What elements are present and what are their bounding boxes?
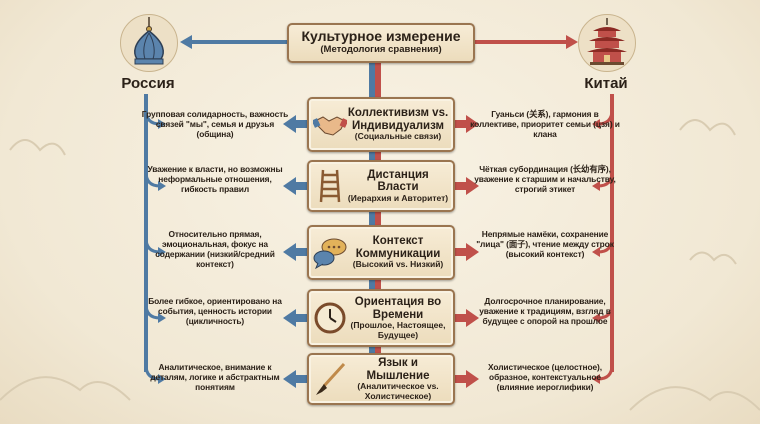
china-branch-arrow: [597, 109, 614, 126]
russia-fat-arrow: [283, 243, 307, 261]
russia-language-text: Аналитическое, внимание к деталям, логик…: [150, 362, 280, 393]
russia-branch-arrowhead: [158, 247, 166, 257]
page-title: Культурное измерение: [301, 28, 461, 44]
dimension-subtitle: (Высокий vs. Низкий): [352, 259, 444, 270]
russia-label: Россия: [121, 75, 175, 92]
ladder-icon: [313, 169, 347, 203]
china-icon: [578, 14, 636, 72]
speech-bubbles-icon: [313, 236, 347, 270]
dimension-box-collectivism: Коллективизм vs. Индивидуализм(Социальны…: [307, 97, 455, 152]
russia-communication-text: Относительно прямая, эмоциональная, фоку…: [155, 229, 275, 270]
clock-icon: [313, 301, 347, 335]
china-label: Китай: [584, 75, 628, 92]
dimension-subtitle: (Прошлое, Настоящее, Будущее): [350, 320, 446, 340]
russia-branch-arrowhead: [158, 313, 166, 323]
china-time-text: Долгосрочное планирование, уважение к тр…: [479, 296, 611, 327]
dimension-title: Язык и Мышление: [366, 357, 430, 382]
dimension-box-time: Ориентация во Времени(Прошлое, Настоящее…: [307, 289, 455, 347]
china-fat-arrow: [455, 115, 479, 133]
russia-branch-arrow: [144, 364, 161, 381]
russia-fat-arrow: [283, 177, 307, 195]
dimension-subtitle: (Аналитическое vs. Холистическое): [357, 381, 439, 401]
russia-branch-arrowhead: [158, 374, 166, 384]
dimension-box-power-distance: Дистанция Власти(Иерархия и Авторитет): [307, 160, 455, 212]
russia-branch-arrow: [144, 237, 161, 254]
dimension-subtitle: (Социальные связи): [354, 131, 442, 142]
handshake-icon: [313, 108, 347, 142]
china-branch-arrowhead: [592, 119, 600, 129]
china-branch-arrowhead: [592, 247, 600, 257]
cloud-decoration: [0, 119, 760, 411]
russia-branch-arrowhead: [158, 181, 166, 191]
china-fat-arrow: [455, 370, 479, 388]
russia-branch-arrow: [144, 303, 161, 320]
brush-icon: [313, 362, 347, 396]
china-branch-arrowhead: [592, 181, 600, 191]
dimension-title: Контекст Коммуникации: [355, 235, 441, 260]
china-fat-arrow: [455, 177, 479, 195]
dimension-title: Коллективизм vs. Индивидуализм: [347, 107, 449, 132]
header-box: Культурное измерение (Методология сравне…: [287, 23, 475, 63]
china-communication-text: Непрямые намёки, сохранение "лица" (面子),…: [476, 229, 614, 260]
dimension-title: Дистанция Власти: [367, 168, 429, 194]
russia-fat-arrow: [283, 115, 307, 133]
china-fat-arrow: [455, 309, 479, 327]
russia-collectivism-text: Групповая солидарность, важность связей …: [141, 109, 289, 140]
china-branch-arrow: [597, 171, 614, 188]
page-subtitle: (Методология сравнения): [320, 44, 442, 55]
dimension-box-communication: Контекст Коммуникации(Высокий vs. Низкий…: [307, 225, 455, 280]
dimension-title: Ориентация во Времени: [354, 296, 442, 321]
russia-branch-arrowhead: [158, 119, 166, 129]
russia-branch-arrow: [144, 171, 161, 188]
china-power-distance-text: Чёткая субординация (长幼有序), уважение к с…: [474, 164, 616, 195]
china-branch-arrow: [597, 303, 614, 320]
russia-fat-arrow: [283, 370, 307, 388]
china-fat-arrow: [455, 243, 479, 261]
china-collectivism-text: Гуаньси (关系), гармония в коллективе, при…: [470, 109, 620, 140]
china-language-text: Холистическое (целостное), образное, кон…: [488, 362, 602, 393]
russia-branch-arrow: [144, 109, 161, 126]
dimension-subtitle: (Иерархия и Авторитет): [347, 192, 449, 203]
russia-power-distance-text: Уважение к власти, но возможны неформаль…: [147, 164, 283, 195]
russia-time-text: Более гибкое, ориентировано на события, …: [148, 296, 282, 327]
china-branch-arrow: [597, 364, 614, 381]
russia-icon: [120, 14, 178, 72]
china-branch-arrow: [597, 237, 614, 254]
dimension-box-language: Язык и Мышление(Аналитическое vs. Холист…: [307, 353, 455, 405]
russia-fat-arrow: [283, 309, 307, 327]
china-branch-arrowhead: [592, 374, 600, 384]
china-branch-arrowhead: [592, 313, 600, 323]
